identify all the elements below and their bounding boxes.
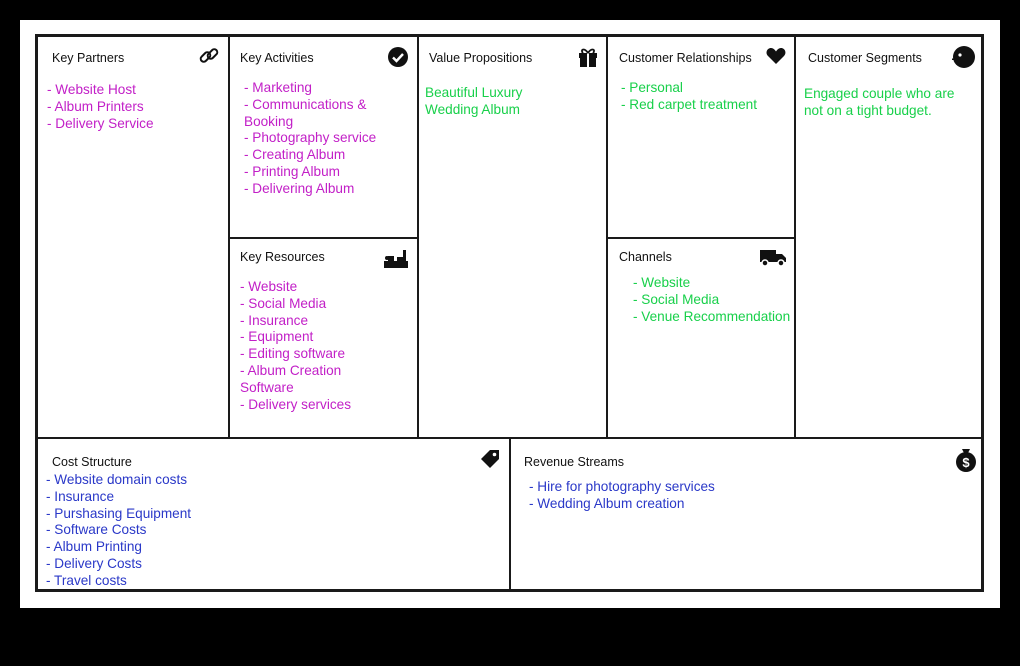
list-item: - Insurance <box>240 312 309 328</box>
list-item: - Website Host <box>47 82 136 97</box>
list-item: - Insurance <box>46 488 115 504</box>
value-propositions-title: Value Propositions <box>429 51 533 65</box>
list-item: - Creating Album <box>244 147 346 163</box>
key-resources-title: Key Resources <box>240 250 325 264</box>
list-item: - Social Media <box>633 291 720 307</box>
money-bag-icon: $ <box>955 447 977 473</box>
list-item: Beautiful Luxury <box>425 85 523 100</box>
list-item: - Photography service <box>244 130 377 146</box>
face-icon <box>951 45 976 69</box>
list-item: - Album Printers <box>47 98 144 114</box>
svg-text:$: $ <box>962 455 970 470</box>
heart-icon <box>765 45 787 67</box>
list-item: - Website <box>240 279 298 294</box>
customer-segments-title: Customer Segments <box>808 51 922 65</box>
key-partners-block: Key Partners - Website Host - Album Prin… <box>38 37 228 437</box>
list-item: - Marketing <box>244 80 312 95</box>
list-item: - Delivering Album <box>244 180 355 196</box>
list-item: not on a tight budget. <box>804 102 932 118</box>
list-item: Software <box>240 379 294 395</box>
customer-segments-list: Engaged couple who are not on a tight bu… <box>804 86 954 120</box>
list-item: - Red carpet treatment <box>621 96 757 112</box>
list-item: Engaged couple who are <box>804 86 955 101</box>
tag-icon <box>479 448 501 470</box>
customer-segments-block: Customer Segments Engaged couple who are… <box>794 37 981 437</box>
revenue-streams-block: Revenue Streams $ - Hire for photography… <box>509 437 981 589</box>
value-propositions-block: Value Propositions Beautiful Luxury Wedd… <box>417 37 606 437</box>
factory-icon <box>383 247 409 269</box>
list-item: - Travel costs <box>46 572 127 588</box>
key-resources-list: - Website - Social Media - Insurance - E… <box>240 279 351 413</box>
list-item: - Communications & <box>244 96 367 112</box>
key-partners-list: - Website Host - Album Printers - Delive… <box>47 82 154 132</box>
list-item: - Printing Album <box>244 163 340 179</box>
customer-relationships-list: - Personal - Red carpet treatment <box>621 80 757 114</box>
list-item: - Website domain costs <box>46 472 188 487</box>
list-item: - Album Creation <box>240 362 342 378</box>
list-item: - Equipment <box>240 329 314 345</box>
list-item: - Venue Recommendation <box>633 308 791 324</box>
business-model-canvas: Key Partners - Website Host - Album Prin… <box>35 34 984 592</box>
list-item: - Album Printing <box>46 539 142 555</box>
list-item: - Wedding Album creation <box>529 495 685 511</box>
customer-relationships-block: Customer Relationships - Personal - Red … <box>606 37 794 237</box>
key-partners-title: Key Partners <box>52 51 125 65</box>
list-item: - Personal <box>621 80 683 95</box>
key-activities-title: Key Activities <box>240 51 314 65</box>
key-resources-block: Key Resources - Website - Social Media -… <box>228 237 417 437</box>
gift-icon <box>577 46 599 68</box>
revenue-streams-list: - Hire for photography services - Weddin… <box>529 479 715 513</box>
revenue-streams-title: Revenue Streams <box>524 455 625 469</box>
channels-block: Channels - Website - Social Media - Venu… <box>606 237 794 437</box>
truck-icon <box>759 246 787 268</box>
list-item: - Hire for photography services <box>529 479 715 494</box>
channels-list: - Website - Social Media - Venue Recomme… <box>633 275 790 325</box>
value-propositions-list: Beautiful Luxury Wedding Album <box>425 85 522 119</box>
link-icon <box>198 45 220 67</box>
check-circle-icon <box>387 46 409 68</box>
list-item: - Delivery Service <box>47 115 154 131</box>
list-item: - Website <box>633 275 691 290</box>
list-item: - Delivery services <box>240 396 352 412</box>
key-activities-list: - Marketing - Communications & Booking -… <box>244 80 376 198</box>
list-item: - Software Costs <box>46 522 147 538</box>
cost-structure-list: - Website domain costs - Insurance - Pur… <box>46 472 191 590</box>
key-activities-block: Key Activities - Marketing - Communicati… <box>228 37 417 237</box>
list-item: Booking <box>244 113 294 129</box>
cost-structure-block: Cost Structure - Website domain costs - … <box>38 437 509 589</box>
list-item: - Delivery Costs <box>46 555 142 571</box>
cost-structure-title: Cost Structure <box>52 455 132 469</box>
list-item: Wedding Album <box>425 101 520 117</box>
list-item: - Social Media <box>240 295 327 311</box>
channels-title: Channels <box>619 250 672 264</box>
list-item: - Purshasing Equipment <box>46 505 192 521</box>
customer-relationships-title: Customer Relationships <box>619 51 752 65</box>
list-item: - Editing software <box>240 346 346 362</box>
